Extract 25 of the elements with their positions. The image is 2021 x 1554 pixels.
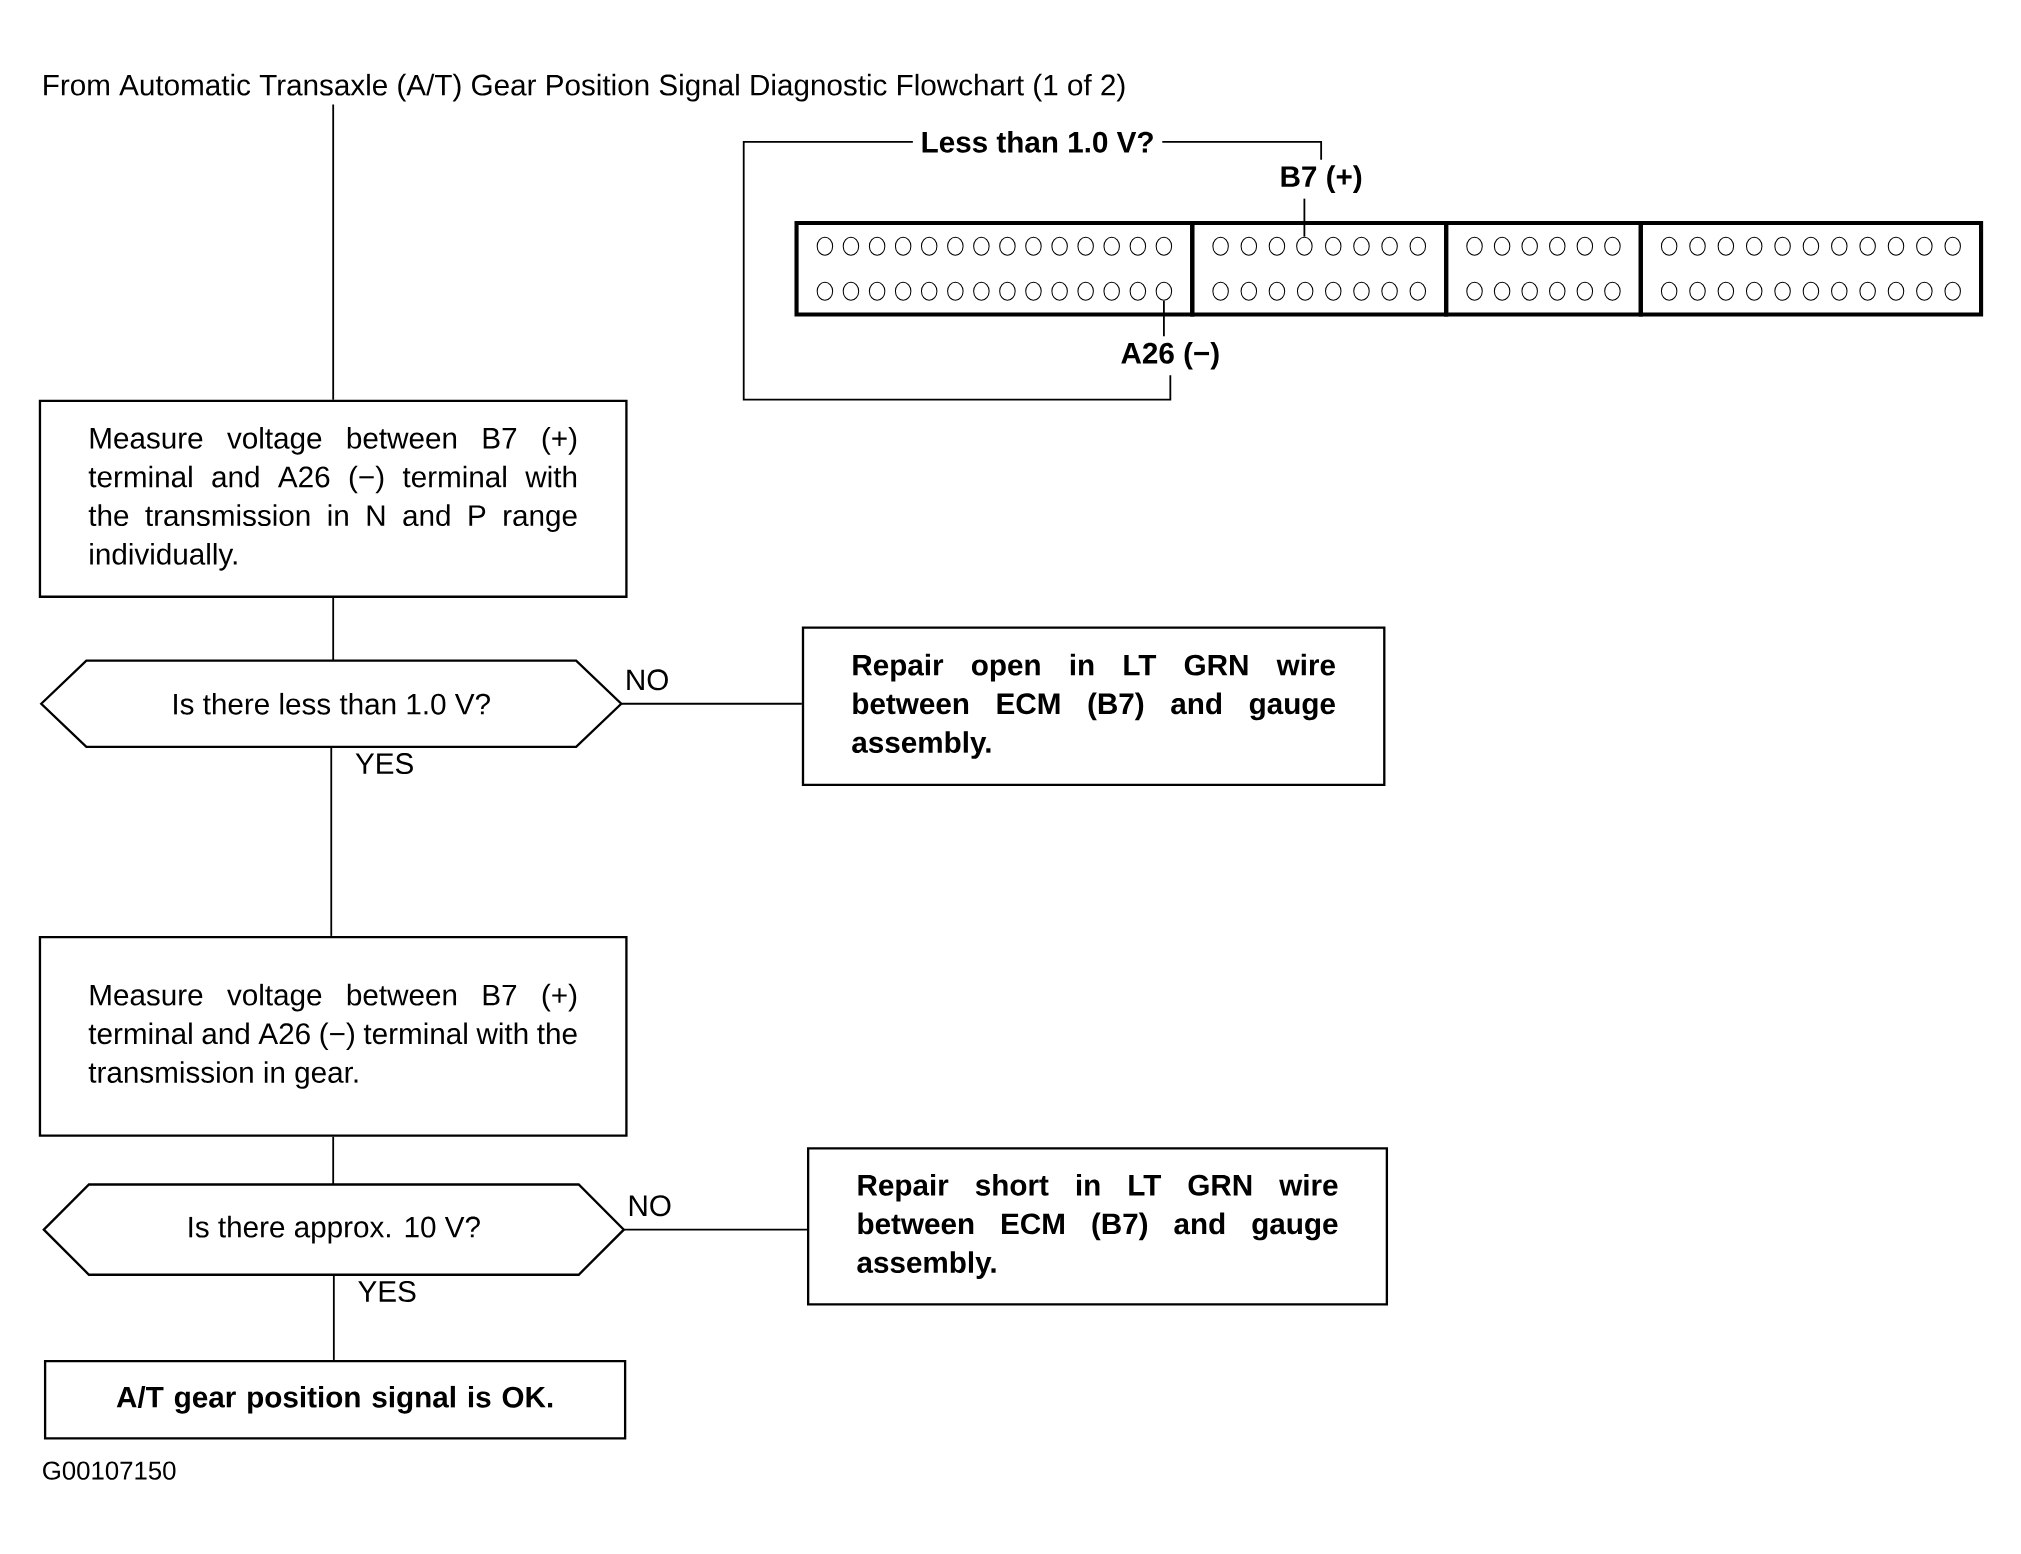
connector-line: [620, 702, 803, 705]
connector-line: [332, 1135, 335, 1185]
decision-hexagon: Is there approx. 10 V?: [42, 1183, 626, 1276]
edge-label: Less than 1.0 V?: [912, 122, 1163, 161]
terminal-label: B7 (+): [1281, 165, 1362, 193]
connector-line: [623, 1228, 808, 1231]
connector-line: [332, 1274, 335, 1361]
process-box: Measure voltage between B7 (+) terminal and A26 (−) terminal with the transmission in N and P range individually.: [38, 399, 628, 598]
pin-circle: [1155, 281, 1173, 301]
pin-circle: [1296, 236, 1313, 256]
connector-line: [1303, 197, 1306, 238]
process-box: Repair open in LT GRN wire between ECM (B7) and gauge assembly.: [801, 626, 1386, 786]
edge-label: NO: [629, 1195, 671, 1216]
edge-label: YES: [355, 752, 413, 774]
edge-label: YES: [358, 1280, 416, 1302]
process-box: Measure voltage between B7 (+) terminal and A26 (−) terminal with the transmission in gear.: [38, 935, 628, 1137]
heading: From Automatic Transaxle (A/T) Gear Position Signal Diagnostic Flowchart (1 of 2): [44, 73, 1125, 102]
connector-line: [332, 103, 335, 401]
terminal-label: A26 (−): [1121, 341, 1219, 370]
process-box: Repair short in LT GRN wire between ECM (B7) and gauge assembly.: [807, 1147, 1389, 1306]
edge-label: NO: [627, 669, 668, 691]
connector-line: [330, 746, 333, 937]
connector-line: [332, 596, 335, 661]
connector-line: [1163, 299, 1165, 337]
process-box: A/T gear position signal is OK.: [43, 1359, 627, 1440]
